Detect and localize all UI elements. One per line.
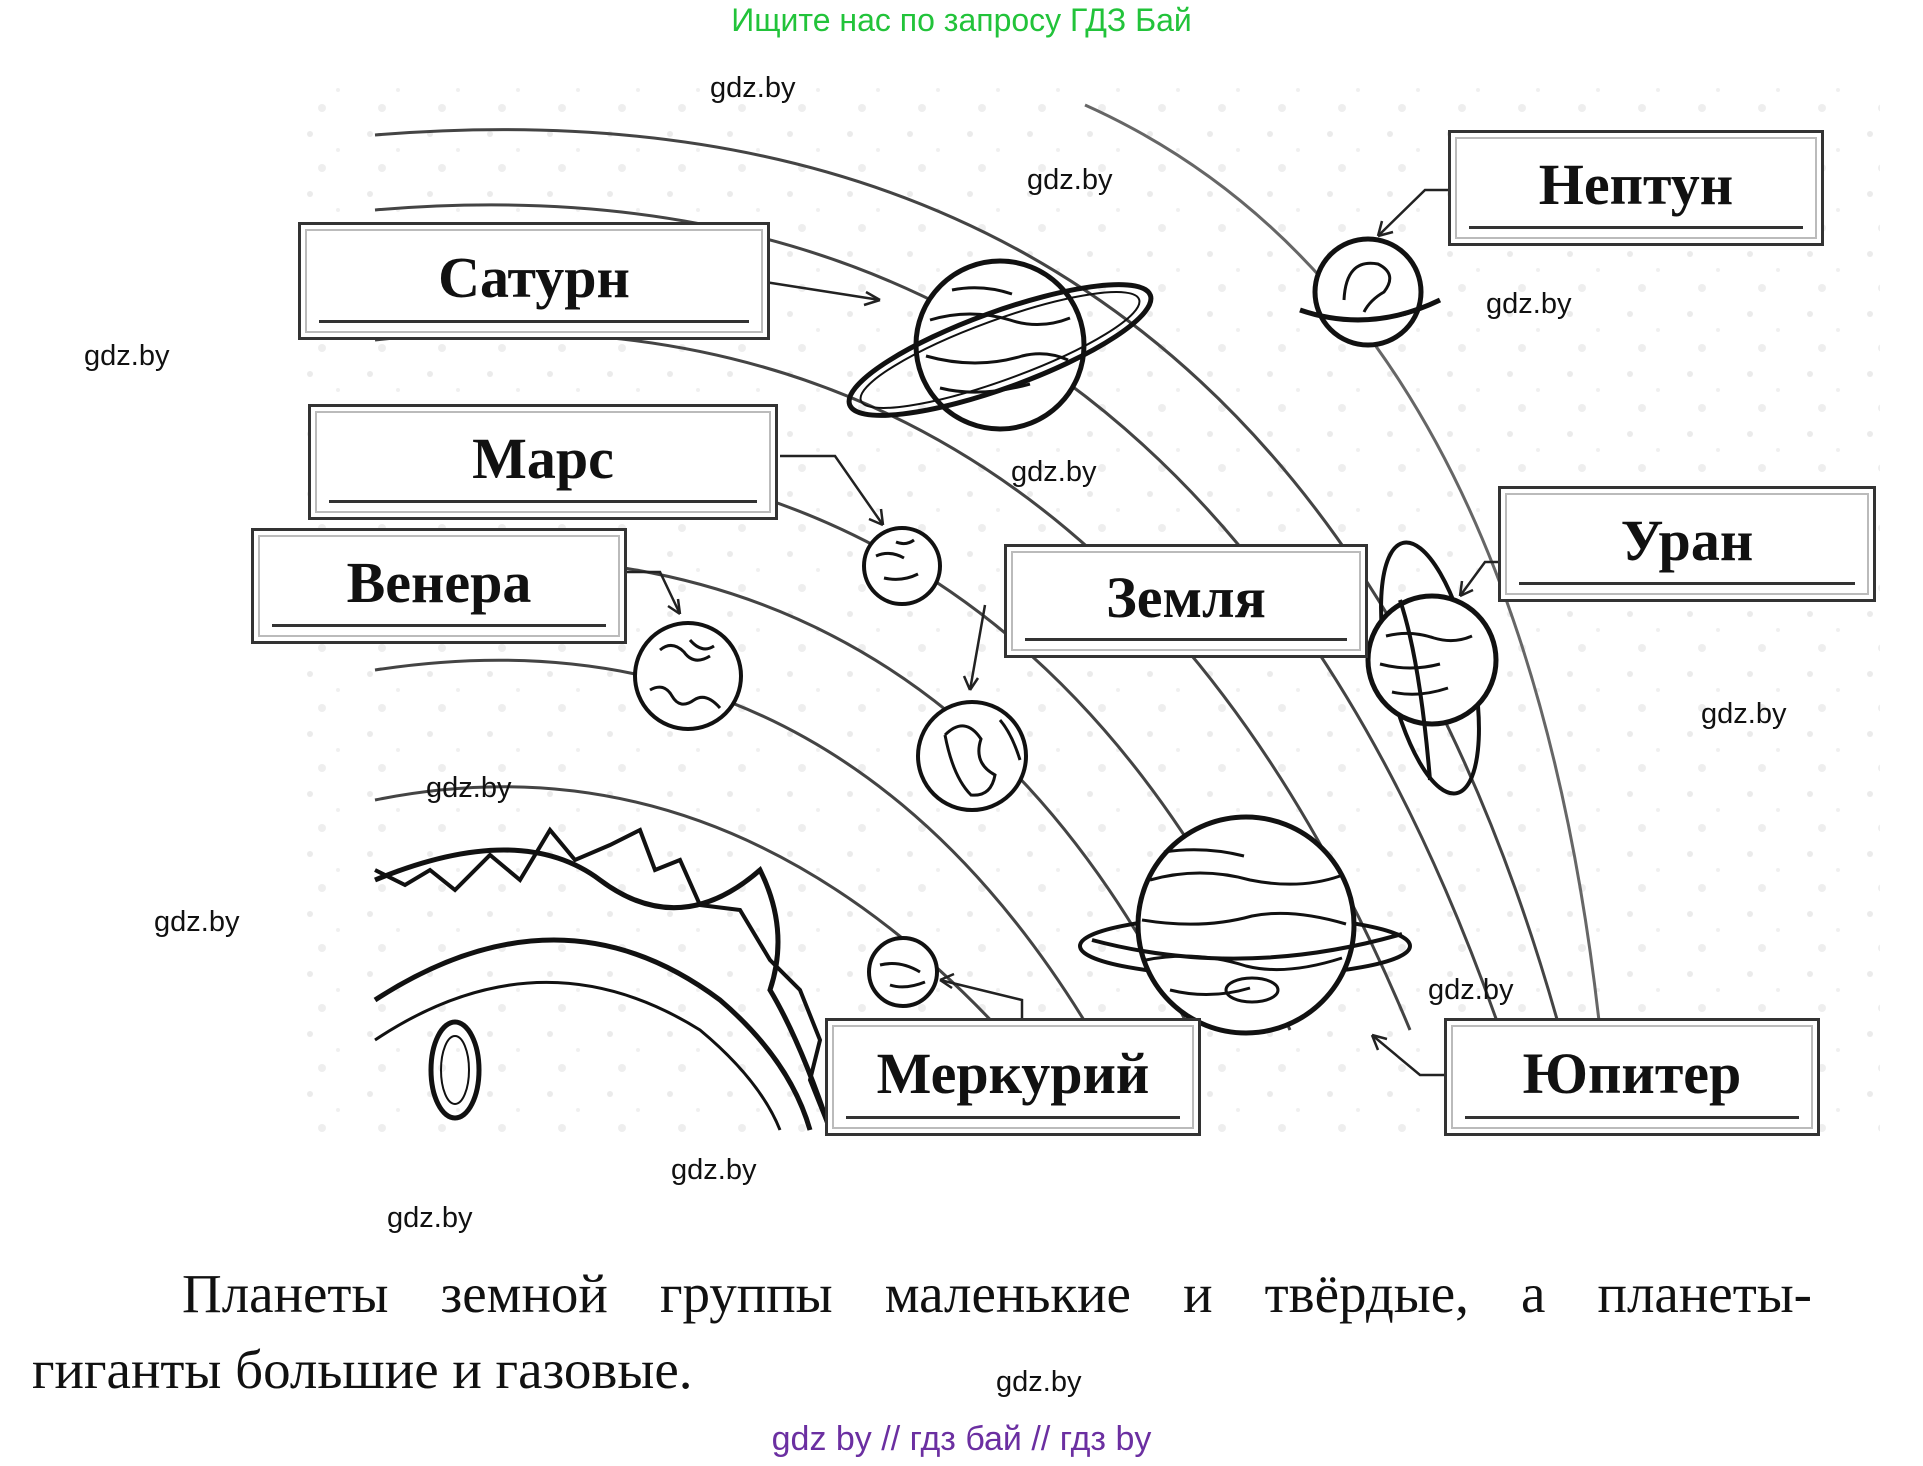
watermark: gdz.by bbox=[1701, 698, 1787, 730]
label-underline bbox=[329, 500, 757, 503]
saturn-planet bbox=[846, 258, 1154, 432]
sun bbox=[373, 826, 833, 1131]
label-earth-text: Земля bbox=[1106, 564, 1266, 630]
label-underline bbox=[1465, 1116, 1799, 1119]
watermark: gdz.by bbox=[1428, 974, 1514, 1006]
arrow-venus bbox=[625, 570, 682, 615]
venus-planet bbox=[633, 621, 743, 731]
label-saturn: Сатурн bbox=[298, 222, 770, 340]
earth-planet bbox=[916, 700, 1028, 812]
uranus-planet bbox=[1365, 540, 1499, 796]
arrow-saturn bbox=[764, 280, 881, 302]
arrow-earth bbox=[968, 604, 987, 691]
label-saturn-text: Сатурн bbox=[438, 244, 630, 310]
caption-line-2: гиганты большие и газовые. bbox=[32, 1339, 693, 1400]
label-mars: Марс bbox=[308, 404, 778, 520]
caption: Планеты земной группы маленькие и твёрды… bbox=[32, 1262, 1812, 1402]
sun-outer-edge bbox=[374, 847, 833, 1131]
mercury-planet bbox=[867, 936, 939, 1008]
orbit-uranus bbox=[374, 128, 1562, 1031]
label-underline bbox=[1025, 638, 1347, 641]
label-underline bbox=[319, 320, 749, 323]
sun-corona bbox=[374, 826, 832, 1131]
mars-planet bbox=[862, 526, 942, 606]
label-venus-text: Венера bbox=[346, 549, 532, 615]
sun-spot bbox=[428, 1019, 482, 1121]
label-neptune: Нептун bbox=[1448, 130, 1824, 246]
arrow-mars bbox=[780, 454, 885, 526]
label-earth: Земля bbox=[1004, 544, 1368, 658]
label-mercury-text: Меркурий bbox=[876, 1040, 1150, 1106]
watermark: gdz.by bbox=[1011, 456, 1097, 488]
label-underline bbox=[846, 1116, 1180, 1119]
label-uranus-text: Уран bbox=[1620, 507, 1754, 573]
leader-arrows bbox=[625, 188, 1500, 1077]
watermark: gdz.by bbox=[84, 340, 170, 372]
label-neptune-text: Нептун bbox=[1538, 151, 1734, 217]
arrow-jupiter bbox=[1371, 1034, 1445, 1077]
top-banner: Ищите нас по запросу ГДЗ Бай bbox=[731, 2, 1192, 38]
arrow-neptune bbox=[1377, 188, 1450, 237]
watermark: gdz.by bbox=[710, 72, 796, 104]
label-mercury: Меркурий bbox=[825, 1018, 1201, 1136]
watermark: gdz.by bbox=[426, 772, 512, 804]
arrow-uranus bbox=[1458, 560, 1500, 597]
label-underline bbox=[1469, 226, 1803, 229]
watermark: gdz.by bbox=[996, 1366, 1082, 1398]
label-venus: Венера bbox=[251, 528, 627, 644]
caption-line-1: Планеты земной группы маленькие и твёрды… bbox=[182, 1263, 1812, 1324]
sun-body bbox=[373, 937, 813, 1131]
footer-links: gdz by // гдз бай // гдз by bbox=[771, 1420, 1152, 1458]
watermark: gdz.by bbox=[1027, 164, 1113, 196]
orbit-venus bbox=[374, 658, 1092, 1031]
neptune-planet bbox=[1299, 236, 1442, 348]
label-jupiter: Юпитер bbox=[1444, 1018, 1820, 1136]
watermark: gdz.by bbox=[154, 906, 240, 938]
label-underline bbox=[1519, 582, 1855, 585]
watermark: gdz.by bbox=[1486, 288, 1572, 320]
jupiter-planet bbox=[1078, 814, 1412, 1036]
orbit-neptune bbox=[1084, 103, 1602, 1031]
arrow-mercury bbox=[939, 978, 1024, 1018]
watermark: gdz.by bbox=[387, 1202, 473, 1234]
label-uranus: Уран bbox=[1498, 486, 1876, 602]
label-jupiter-text: Юпитер bbox=[1522, 1040, 1742, 1106]
label-mars-text: Марс bbox=[472, 425, 614, 491]
watermark: gdz.by bbox=[671, 1154, 757, 1186]
label-underline bbox=[272, 624, 606, 627]
